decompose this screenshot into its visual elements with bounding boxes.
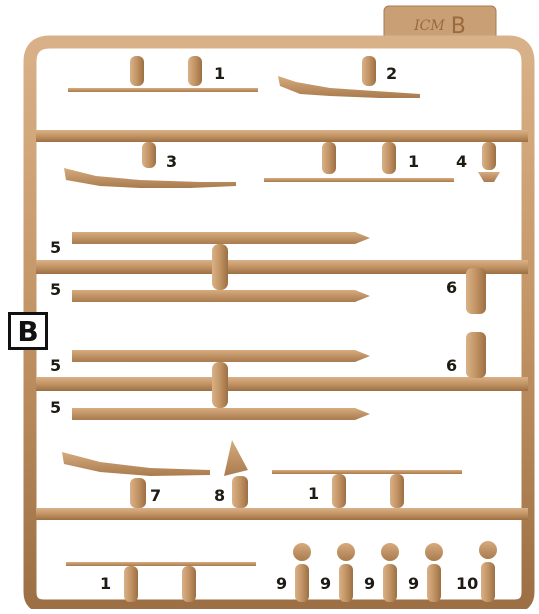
- part-label: 4: [456, 152, 468, 171]
- part-label: 10: [456, 574, 479, 593]
- part-label: 3: [166, 152, 178, 171]
- part-label: 9: [408, 574, 420, 593]
- part-label: 2: [386, 64, 398, 83]
- gate: [362, 56, 376, 86]
- part-label: 6: [446, 356, 458, 375]
- brand-tab: ICM B: [384, 6, 496, 46]
- part-label: 5: [50, 398, 62, 417]
- gate: [295, 564, 309, 602]
- part-label: 1: [214, 64, 226, 83]
- bayonet-part: [72, 408, 370, 420]
- disc-part: [479, 541, 497, 559]
- runner: [36, 508, 528, 520]
- part-label: 6: [446, 278, 458, 297]
- gate: [130, 478, 146, 508]
- part-label: 9: [276, 574, 288, 593]
- disc-part: [293, 543, 311, 561]
- gate: [188, 56, 202, 86]
- bayonet-part: [72, 290, 370, 302]
- rod-part: [66, 562, 256, 566]
- gate: [383, 564, 397, 602]
- rifle-part: [64, 168, 236, 188]
- runner: [36, 130, 528, 142]
- part-label: 9: [320, 574, 332, 593]
- rod-part: [272, 470, 462, 474]
- disc-part: [337, 543, 355, 561]
- part-label: 5: [50, 280, 62, 299]
- gate: [142, 142, 156, 168]
- gate: [212, 244, 228, 290]
- gate: [482, 142, 496, 170]
- gate: [322, 142, 336, 174]
- part-label: 7: [150, 486, 162, 505]
- rod-part: [264, 178, 454, 182]
- gate: [427, 564, 441, 602]
- gate: [182, 566, 196, 602]
- gate: [481, 562, 495, 602]
- gate: [232, 476, 248, 508]
- part-label: 1: [408, 152, 420, 171]
- sprue-letter-badge: B: [8, 312, 48, 350]
- small-part: [466, 268, 486, 314]
- runner: [36, 260, 528, 274]
- small-part: [224, 440, 248, 476]
- part-label: 5: [50, 356, 62, 375]
- disc-part: [381, 543, 399, 561]
- gate: [212, 362, 228, 408]
- bayonet-part: [72, 350, 370, 362]
- part-label: 5: [50, 238, 62, 257]
- gate: [390, 474, 404, 508]
- gate: [332, 474, 346, 508]
- part-label: 8: [214, 486, 226, 505]
- gate: [130, 56, 144, 86]
- brand-tab-letter: B: [450, 13, 466, 39]
- bayonet-part: [72, 232, 370, 244]
- runner: [36, 377, 528, 391]
- small-part: [478, 172, 500, 182]
- disc-part: [425, 543, 443, 561]
- small-part: [466, 332, 486, 378]
- part-label: 1: [308, 484, 320, 503]
- gate: [339, 564, 353, 602]
- rod-part: [68, 88, 258, 92]
- brand-logo: ICM: [414, 18, 445, 34]
- sprue-outer-frame: [23, 35, 535, 613]
- part-label: 1: [100, 574, 112, 593]
- gate: [124, 566, 138, 602]
- gate: [382, 142, 396, 174]
- rifle-part: [278, 76, 420, 98]
- part-label: 9: [364, 574, 376, 593]
- rifle-part: [62, 452, 210, 476]
